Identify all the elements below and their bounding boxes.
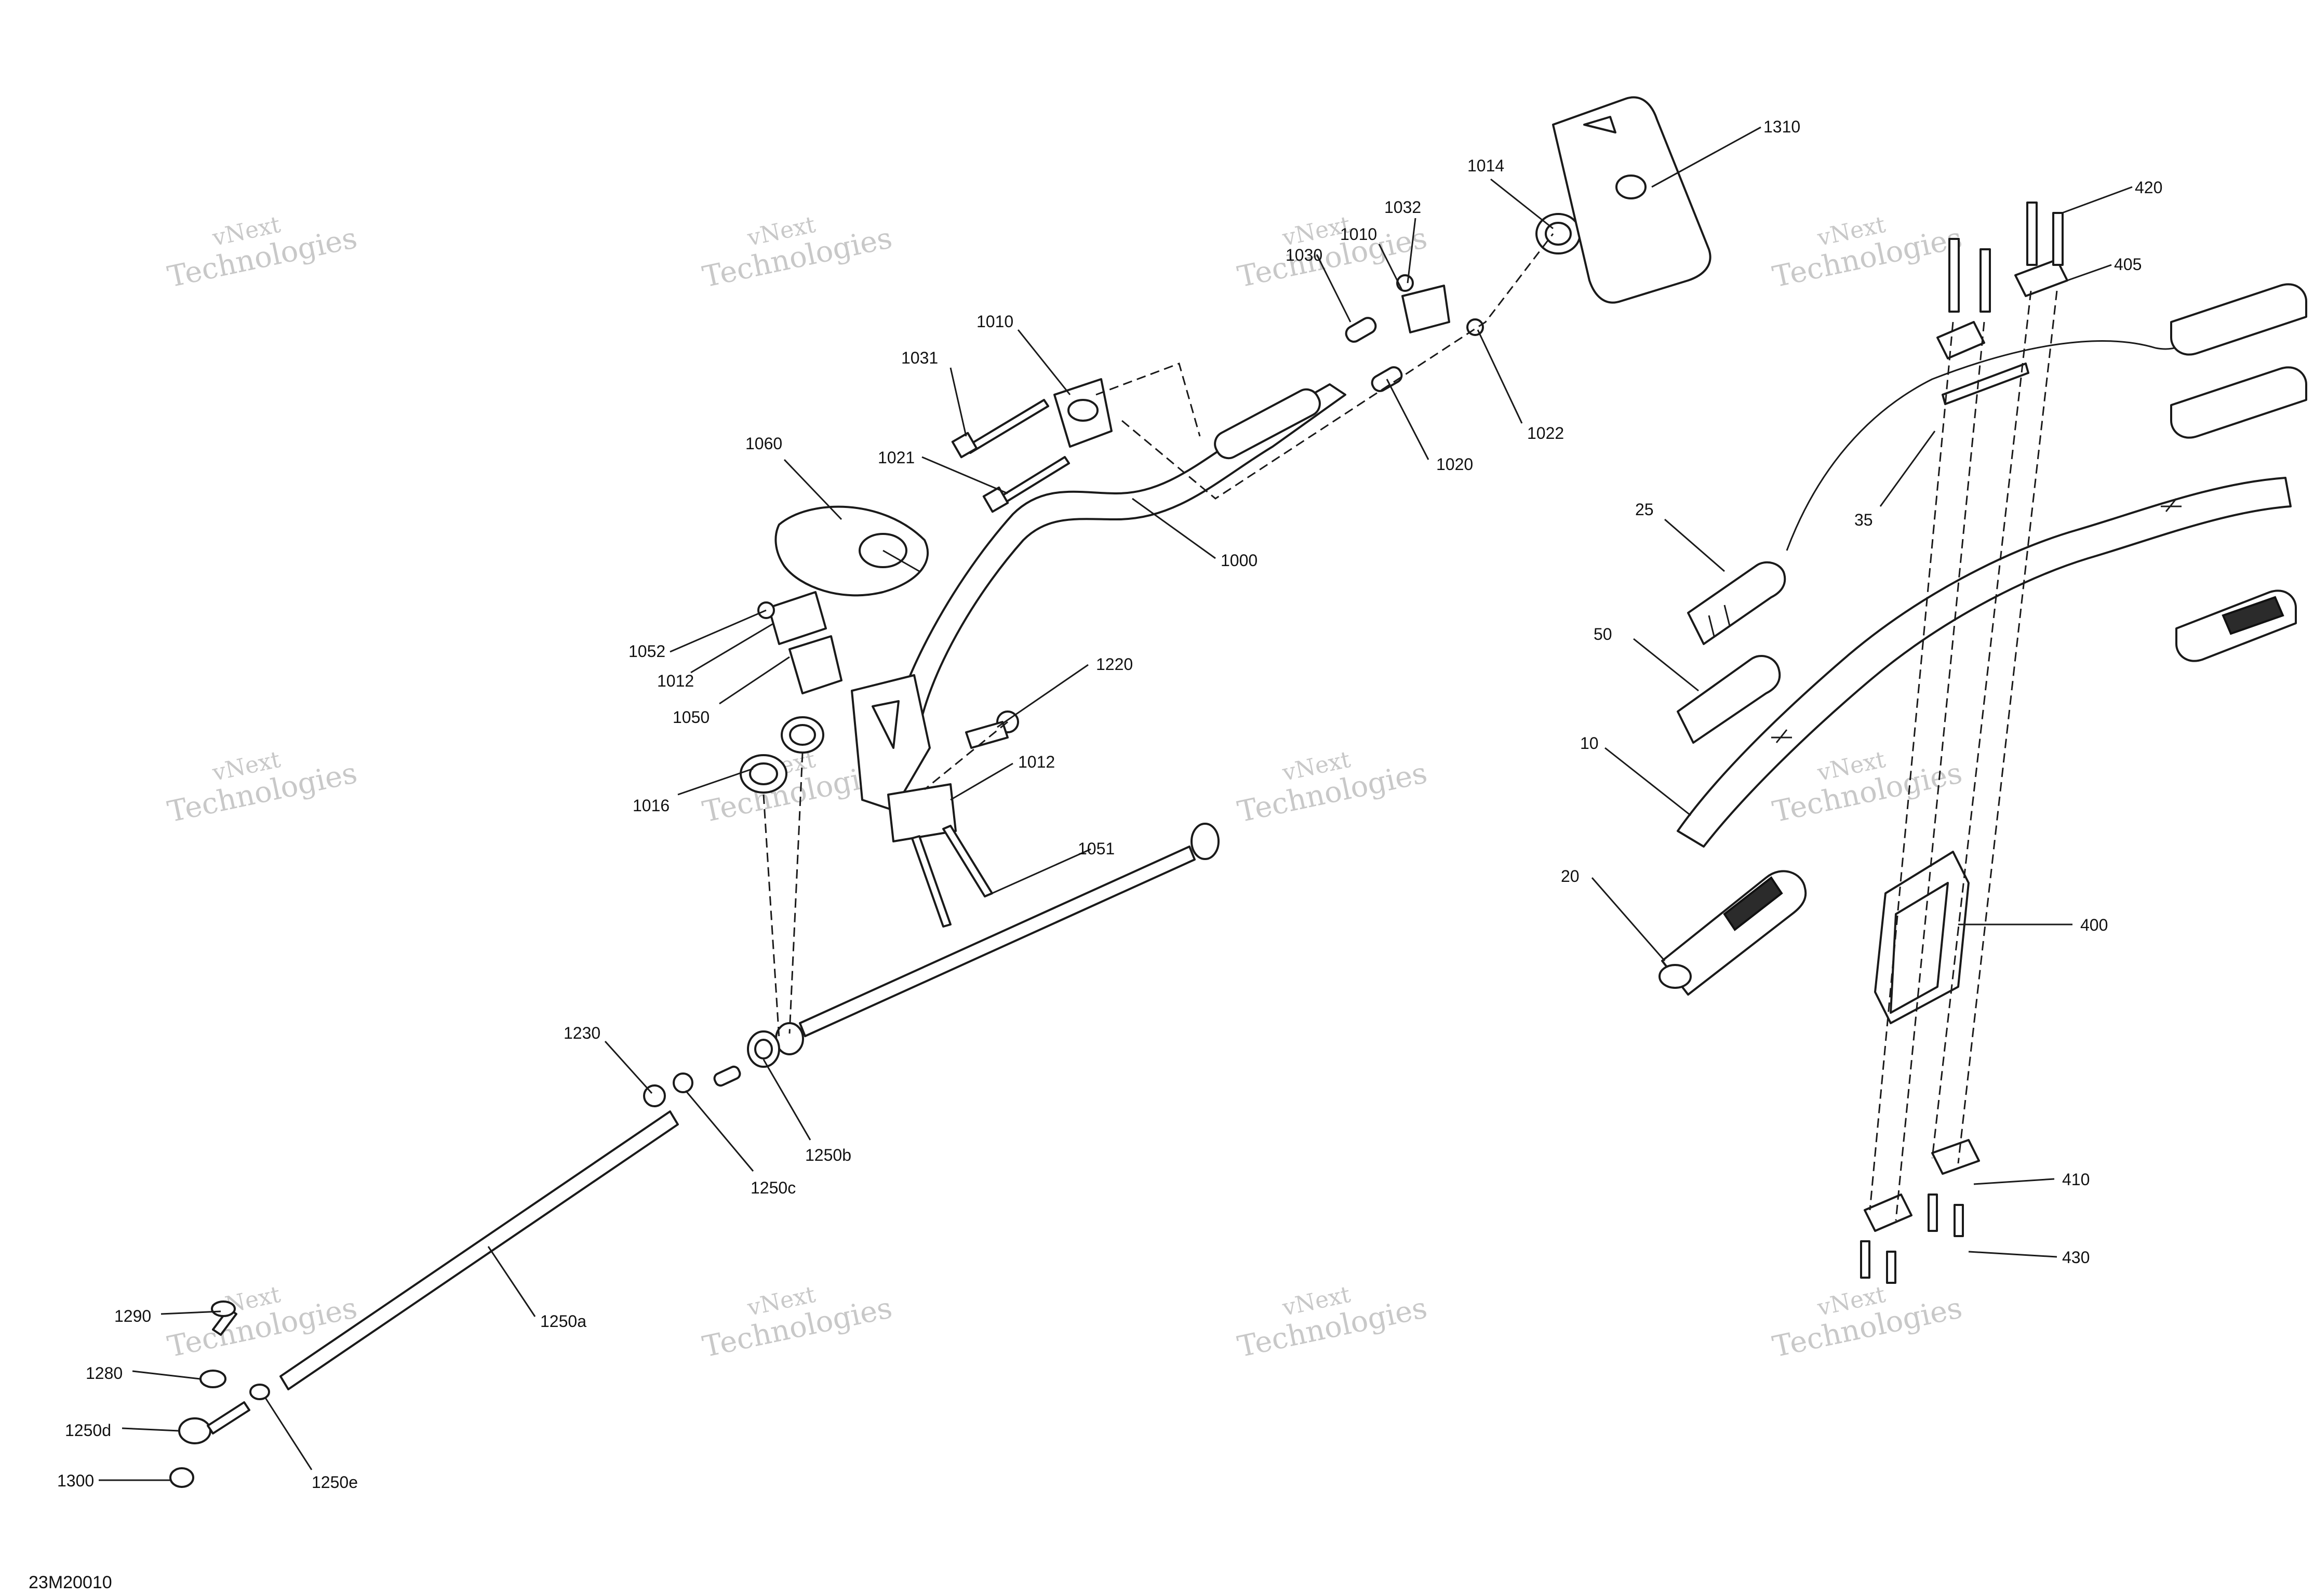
callout-1031: 1031 <box>901 348 938 367</box>
cover-1060 <box>774 505 929 597</box>
clamp-lower-1012 <box>768 591 957 842</box>
callout-420: 420 <box>2135 178 2162 197</box>
clamp-410 <box>1864 1139 1980 1232</box>
callout-1290: 1290 <box>114 1307 151 1325</box>
callout-25: 25 <box>1635 500 1654 519</box>
callout-1014: 1014 <box>1467 156 1504 175</box>
handlebar-1000 <box>892 383 1346 728</box>
callout-1300: 1300 <box>57 1471 94 1490</box>
callout-1310: 1310 <box>1763 117 1800 136</box>
diagram-id: 23M20010 <box>29 1573 112 1592</box>
callout-35: 35 <box>1854 511 1873 529</box>
callout-1021: 1021 <box>878 448 915 467</box>
callout-430: 430 <box>2062 1248 2090 1267</box>
callout-1000: 1000 <box>1221 551 1258 570</box>
callout-1010: 1010 <box>1340 225 1377 244</box>
grip-sleeve-25 <box>1687 561 1786 645</box>
callout-1020: 1020 <box>1436 455 1473 474</box>
plate-1310 <box>1552 96 1711 304</box>
callout-20: 20 <box>1561 867 1580 886</box>
throttle-wire-35 <box>1786 331 2203 551</box>
callout-1250e: 1250e <box>312 1473 358 1492</box>
tie-rod-1250 <box>279 823 1220 1390</box>
callout-1012: 1012 <box>657 672 694 690</box>
callout-410: 410 <box>2062 1170 2090 1189</box>
callout-1250a: 1250a <box>540 1312 586 1331</box>
callout-1280: 1280 <box>86 1364 123 1383</box>
grip-sleeve-50 <box>1677 654 1781 744</box>
callout-1250b: 1250b <box>805 1146 851 1164</box>
callout-1220: 1220 <box>1096 655 1133 674</box>
callout-1050: 1050 <box>673 708 710 727</box>
callout-1030: 1030 <box>1286 246 1322 264</box>
callout-1022: 1022 <box>1527 424 1564 442</box>
callout-1051: 1051 <box>1078 839 1115 858</box>
bolts <box>911 399 1070 928</box>
assembly-lines <box>763 233 2058 1221</box>
bushing-1016 <box>740 716 824 794</box>
leader-lines <box>99 126 2133 1481</box>
handlebar-10 <box>1677 477 2292 848</box>
callout-1060: 1060 <box>745 434 782 453</box>
callout-1012: 1012 <box>1018 753 1055 771</box>
grip-right <box>2175 589 2297 662</box>
callout-405: 405 <box>2114 255 2142 274</box>
callout-1016: 1016 <box>633 796 670 815</box>
callout-1010: 1010 <box>977 312 1013 331</box>
steering-riser <box>851 674 931 811</box>
callout-1230: 1230 <box>564 1024 600 1042</box>
bolts-420-430 <box>1860 202 2064 1284</box>
ball-joint-1250d <box>169 1300 270 1488</box>
riser-block-400 <box>1874 851 1970 1024</box>
callout-1250d: 1250d <box>65 1421 111 1440</box>
callout-1250c: 1250c <box>751 1178 796 1197</box>
grip-tubes <box>2170 283 2307 439</box>
callout-50: 50 <box>1594 625 1612 643</box>
callout-10: 10 <box>1580 734 1599 753</box>
callout-1032: 1032 <box>1384 198 1421 217</box>
callout-1052: 1052 <box>628 642 665 661</box>
callout-400: 400 <box>2080 916 2108 934</box>
clamp-upper-1010 <box>1053 285 1450 448</box>
grip-20 <box>1658 870 1807 996</box>
callout-labels: 1310 1014 1032 1010 1030 1010 1031 1022 … <box>57 117 2162 1492</box>
